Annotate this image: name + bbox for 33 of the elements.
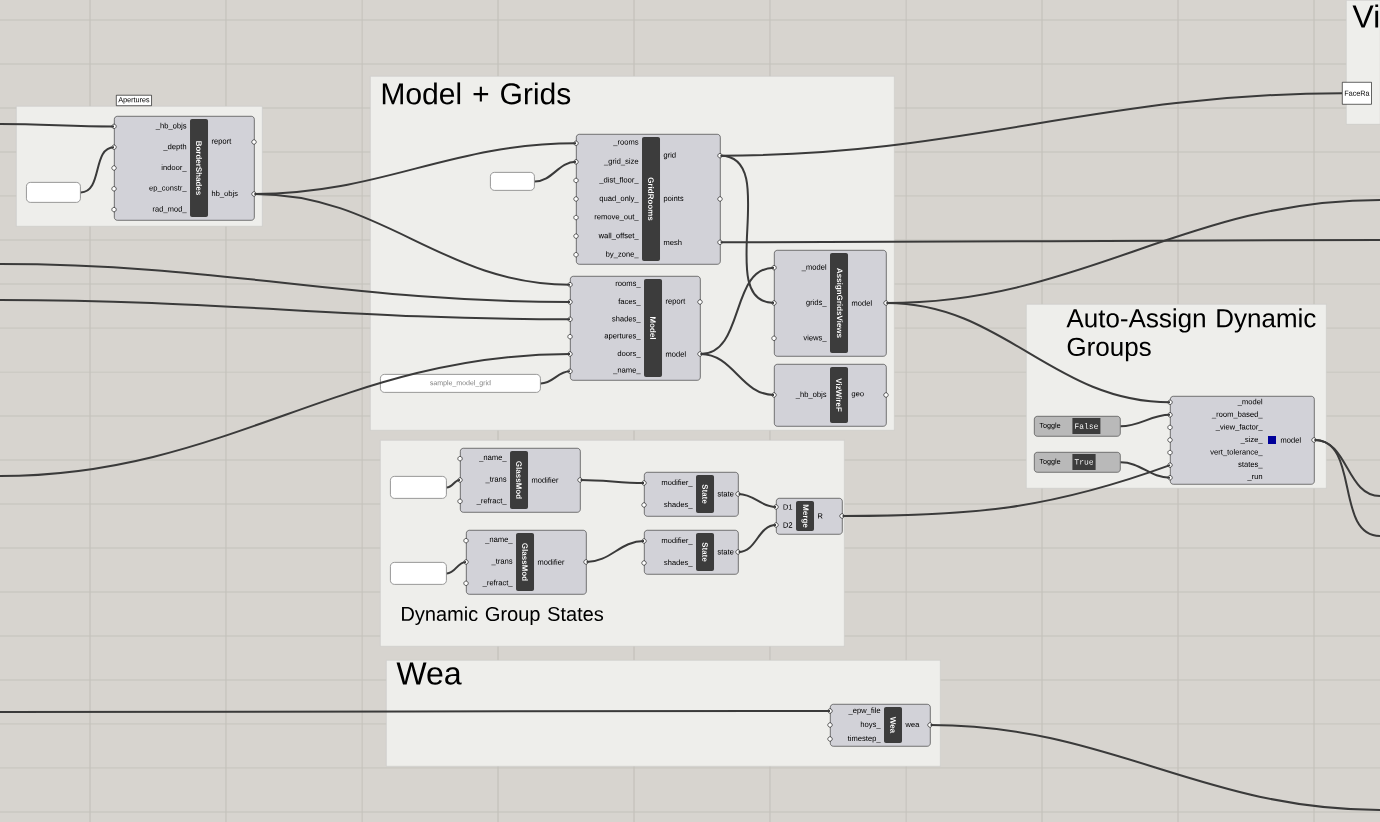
wire — [533, 160, 577, 183]
wire — [1119, 413, 1171, 428]
group-title: Dynamic Group States — [402, 606, 604, 625]
wire — [253, 193, 571, 286]
number-panel — [390, 476, 447, 499]
wire — [737, 524, 777, 553]
wire — [539, 370, 571, 385]
number-panel — [390, 562, 447, 585]
wire — [737, 493, 777, 508]
group-title: Model + Grids — [382, 82, 571, 105]
group-title: Wea — [396, 662, 462, 685]
wire — [0, 710, 831, 713]
wire — [579, 479, 645, 484]
group-title: Vi — [1352, 4, 1379, 28]
wire — [1313, 439, 1380, 537]
wire — [79, 146, 115, 194]
number-panel — [26, 182, 81, 203]
wire — [0, 299, 571, 321]
wire — [0, 353, 571, 477]
wire — [445, 479, 461, 489]
wire — [0, 263, 571, 303]
wire — [0, 123, 115, 128]
group-title: Auto-Assign Dynamic Groups — [1066, 308, 1316, 362]
wire — [699, 353, 775, 396]
wire — [1119, 461, 1171, 479]
wire — [585, 540, 645, 563]
wire — [719, 154, 775, 304]
wire — [885, 199, 1380, 304]
wire — [929, 724, 1380, 811]
wire — [719, 239, 1380, 244]
wire — [445, 561, 467, 575]
wire — [841, 464, 1171, 517]
number-panel — [490, 172, 535, 191]
